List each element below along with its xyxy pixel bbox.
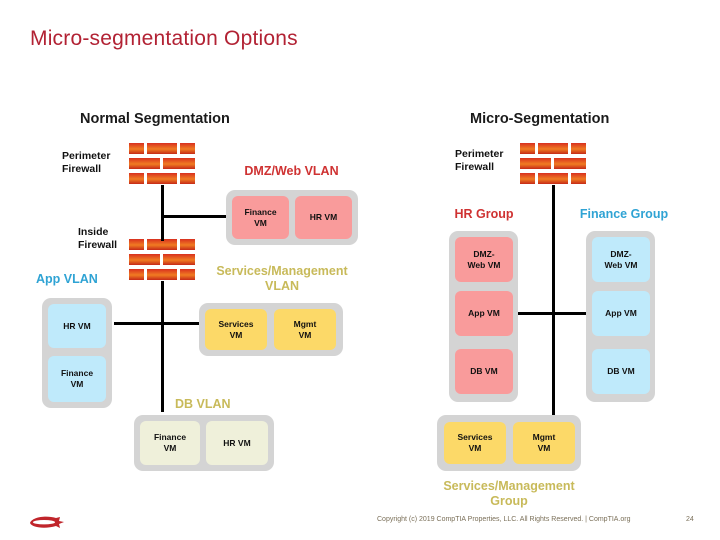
backbone-line-right bbox=[552, 185, 555, 425]
branch-line-app-services bbox=[114, 322, 214, 325]
branch-line-groups bbox=[518, 312, 590, 315]
services-management-group-container[interactable]: Services VM Mgmt VM bbox=[437, 415, 581, 471]
vm-group-mgmt[interactable]: Mgmt VM bbox=[513, 422, 575, 464]
hr-group-label: HR Group bbox=[454, 207, 514, 221]
perimeter-firewall-label-left: Perimeter Firewall bbox=[62, 150, 111, 175]
vm-dmz-finance[interactable]: Finance VM bbox=[232, 196, 289, 239]
branch-line-dmz bbox=[161, 215, 229, 218]
vm-db-hr[interactable]: HR VM bbox=[206, 421, 268, 465]
vm-hr-db[interactable]: DB VM bbox=[455, 349, 513, 394]
services-management-group-label: Services/Management Group bbox=[443, 479, 575, 508]
dmz-web-vlan-label: DMZ/Web VLAN bbox=[244, 164, 339, 178]
page-title: Micro-segmentation Options bbox=[30, 27, 298, 50]
perimeter-firewall-icon-right bbox=[520, 143, 586, 187]
inside-firewall-icon-left bbox=[129, 239, 195, 283]
vm-app-hr[interactable]: HR VM bbox=[48, 304, 106, 348]
vm-finance-db[interactable]: DB VM bbox=[592, 349, 650, 394]
vm-services[interactable]: Services VM bbox=[205, 309, 267, 350]
vm-finance-app[interactable]: App VM bbox=[592, 291, 650, 336]
app-vlan-label: App VLAN bbox=[36, 272, 98, 286]
vm-mgmt[interactable]: Mgmt VM bbox=[274, 309, 336, 350]
app-vlan-container[interactable]: HR VM Finance VM bbox=[42, 298, 112, 408]
perimeter-firewall-label-right: Perimeter Firewall bbox=[455, 148, 504, 173]
vm-app-finance[interactable]: Finance VM bbox=[48, 356, 106, 402]
footer-copyright: Copyright (c) 2019 CompTIA Properties, L… bbox=[377, 516, 631, 523]
backbone-line-left-lower bbox=[161, 281, 164, 412]
micro-segmentation-heading: Micro-Segmentation bbox=[470, 111, 610, 127]
vm-hr-app[interactable]: App VM bbox=[455, 291, 513, 336]
inside-firewall-label-left: Inside Firewall bbox=[78, 226, 118, 251]
comptia-logo-icon bbox=[30, 516, 64, 528]
footer-page-number: 24 bbox=[686, 516, 694, 523]
vm-dmz-hr[interactable]: HR VM bbox=[295, 196, 352, 239]
vm-finance-dmz-web[interactable]: DMZ- Web VM bbox=[592, 237, 650, 282]
db-vlan-container[interactable]: Finance VM HR VM bbox=[134, 415, 274, 471]
services-management-vlan-label: Services/Management VLAN bbox=[216, 264, 348, 293]
vm-hr-dmz-web[interactable]: DMZ- Web VM bbox=[455, 237, 513, 282]
dmz-web-vlan-container[interactable]: Finance VM HR VM bbox=[226, 190, 358, 245]
perimeter-firewall-icon-left bbox=[129, 143, 195, 187]
db-vlan-label: DB VLAN bbox=[175, 397, 231, 411]
finance-group-container[interactable]: DMZ- Web VM App VM DB VM bbox=[586, 231, 655, 402]
vm-group-services[interactable]: Services VM bbox=[444, 422, 506, 464]
vm-db-finance[interactable]: Finance VM bbox=[140, 421, 200, 465]
hr-group-container[interactable]: DMZ- Web VM App VM DB VM bbox=[449, 231, 518, 402]
normal-segmentation-heading: Normal Segmentation bbox=[80, 111, 230, 127]
finance-group-label: Finance Group bbox=[579, 207, 669, 221]
backbone-line-left-upper bbox=[161, 185, 164, 241]
services-management-vlan-container[interactable]: Services VM Mgmt VM bbox=[199, 303, 343, 356]
